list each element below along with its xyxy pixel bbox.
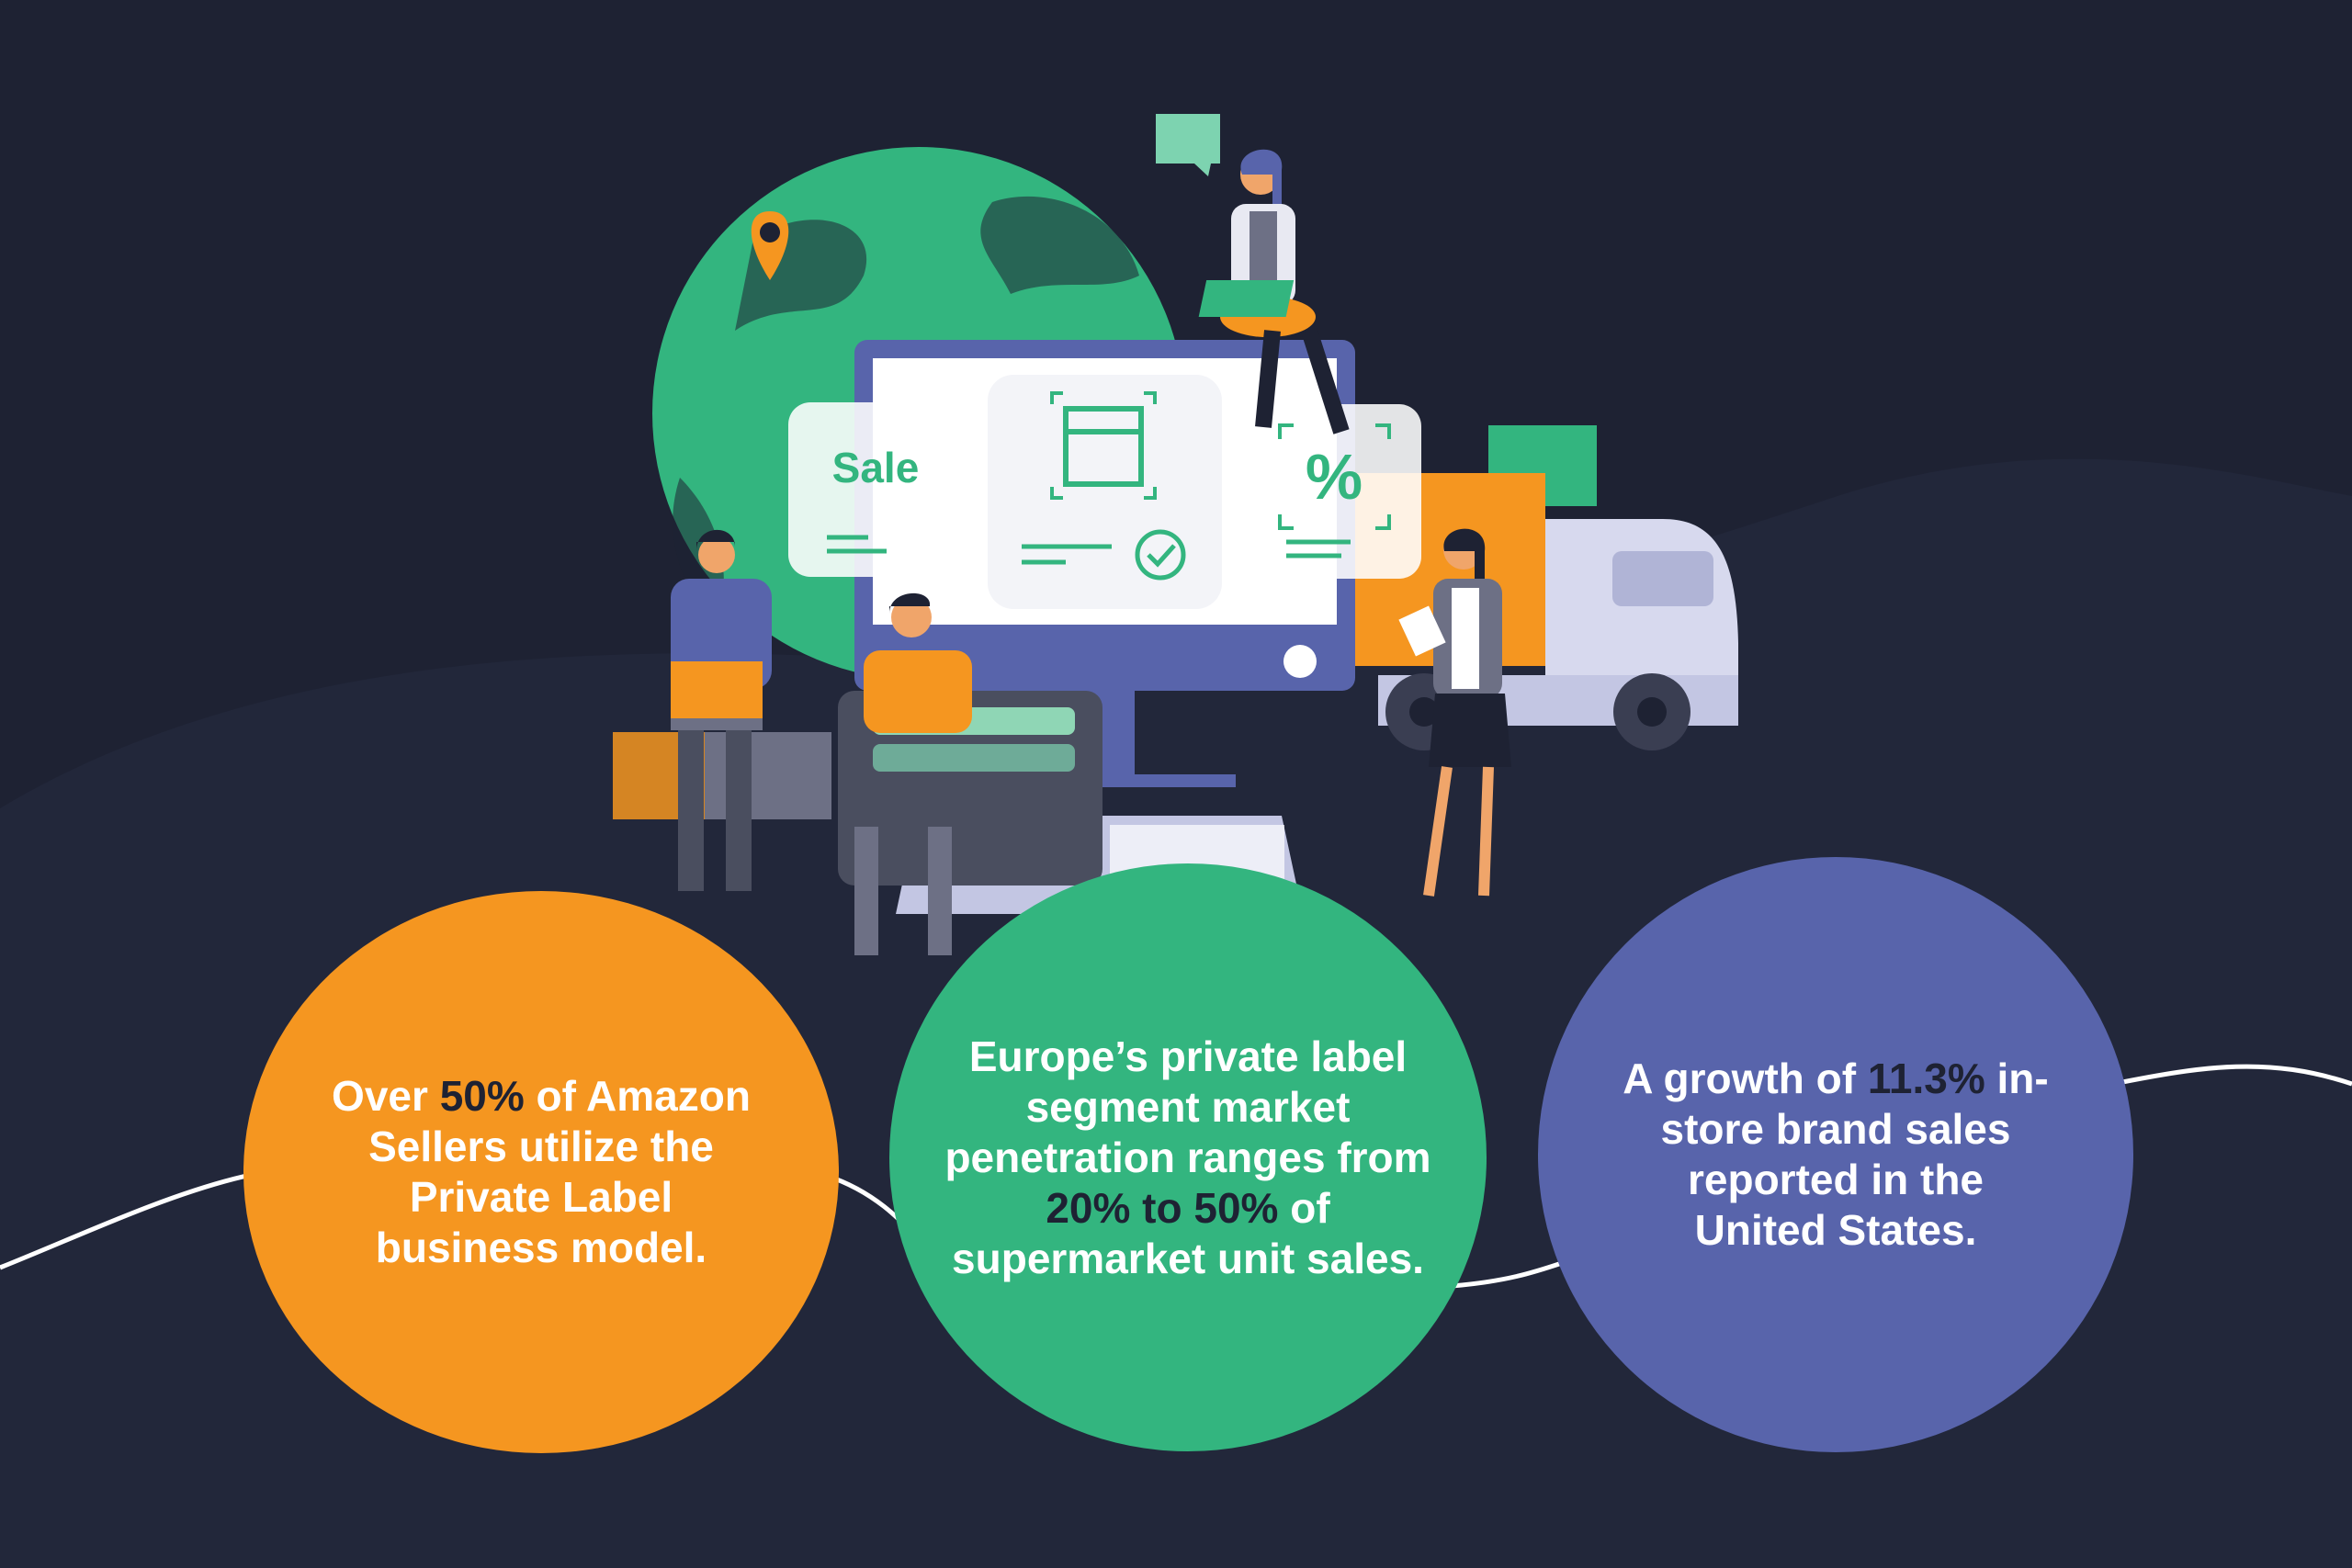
stat-highlight: 11.3% (1867, 1055, 1985, 1102)
person-with-clipboard (1398, 528, 1511, 897)
person-with-card (854, 592, 972, 955)
check-icon (1135, 529, 1186, 581)
stat-highlight: 50% (439, 1072, 525, 1120)
person-with-laptop (1198, 149, 1350, 434)
stat-highlight: 20% to 50% (1046, 1183, 1279, 1232)
stat-text: Over 50% of Amazon Sellers utilize the P… (332, 1072, 751, 1271)
map-pin-icon (751, 211, 789, 280)
percent-card: % (1247, 404, 1421, 579)
person-with-box (671, 529, 772, 891)
sale-card-label: Sale (832, 444, 920, 491)
stat-text: A growth of 11.3% in-store brand sales r… (1623, 1055, 2049, 1254)
sale-card: Sale (788, 402, 963, 577)
speech-bubble-icon (1156, 114, 1220, 164)
percent-icon: % (1306, 441, 1363, 513)
connector-line (0, 1064, 2352, 1289)
stat-text: Europe’s private label segment market pe… (944, 1032, 1431, 1282)
stat-circle-us-growth: A growth of 11.3% in-store brand sales r… (1538, 857, 2133, 1452)
product-card (988, 375, 1222, 609)
package-box (705, 732, 831, 819)
stat-circle-amazon-sellers: Over 50% of Amazon Sellers utilize the P… (243, 891, 839, 1453)
stat-circle-europe-private-label: Europe’s private label segment market pe… (889, 863, 1487, 1451)
